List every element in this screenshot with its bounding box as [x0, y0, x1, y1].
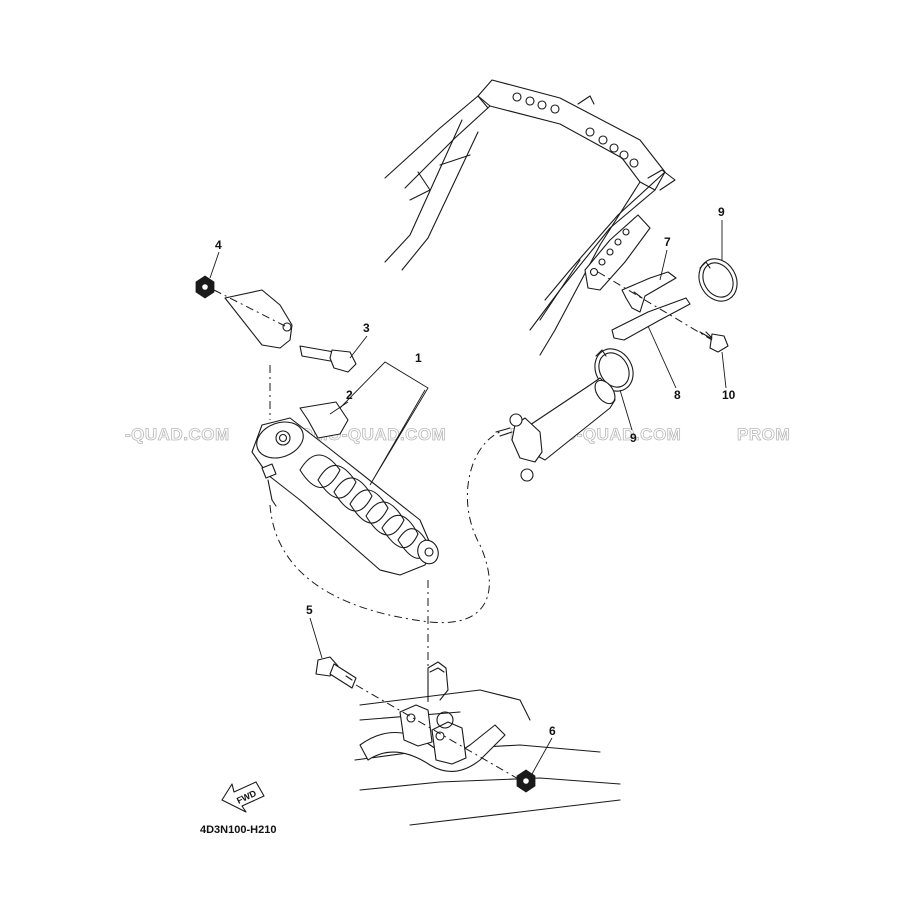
- fwd-arrow: FWD: [221, 781, 265, 813]
- callout-6: 6: [549, 724, 556, 738]
- callout-4-leader: [209, 251, 220, 279]
- rear-frame: [384, 79, 676, 356]
- label-sticker: [299, 401, 349, 439]
- assembly-axes: [213, 271, 713, 781]
- lower-bolt: [315, 656, 357, 689]
- band-clamps: [594, 258, 738, 392]
- bracket-assembly: [611, 271, 691, 341]
- callout-2: 2: [346, 388, 353, 402]
- callout-1-leader: [339, 361, 429, 486]
- callout-1: 1: [415, 351, 422, 365]
- callout-5-leader: [309, 617, 323, 659]
- watermark: -QUAD.COM PROMO-QUAD.COM PROMO-QUAD.COM …: [125, 425, 790, 445]
- callout-8: 8: [674, 388, 681, 402]
- lower-nut: [516, 769, 536, 793]
- swing-arm: [354, 661, 621, 826]
- watermark-text-1: -QUAD.COM: [125, 425, 230, 444]
- bracket-bolt: [699, 331, 729, 353]
- callout-6-leader: [531, 737, 553, 775]
- callout-3-leader: [349, 335, 368, 359]
- callout-3: 3: [363, 321, 370, 335]
- callout-9-upper: 9: [718, 205, 725, 219]
- callout-9-lower: 9: [630, 431, 637, 445]
- upper-mount-bracket: [224, 289, 293, 349]
- callout-4: 4: [215, 238, 222, 252]
- callout-10-leader: [721, 351, 727, 389]
- callout-9-lower-leader: [619, 389, 633, 431]
- callout-5: 5: [306, 603, 313, 617]
- callout-8-leader: [647, 325, 677, 389]
- upper-bolt: [299, 345, 357, 373]
- upper-nut: [195, 275, 215, 299]
- shock-absorber: [251, 417, 439, 576]
- callout-2-leader: [329, 401, 349, 415]
- callout-7: 7: [664, 235, 671, 249]
- callout-7-leader: [659, 249, 668, 281]
- reservoir-hose: [269, 431, 501, 624]
- callouts: 1 2 3 4 5 6 7 8 9 9 10: [209, 205, 736, 775]
- watermark-text-4: PROM: [737, 425, 790, 444]
- drawing-code: 4D3N100-H210: [200, 824, 276, 836]
- reservoir: [495, 377, 616, 482]
- callout-10: 10: [722, 388, 736, 402]
